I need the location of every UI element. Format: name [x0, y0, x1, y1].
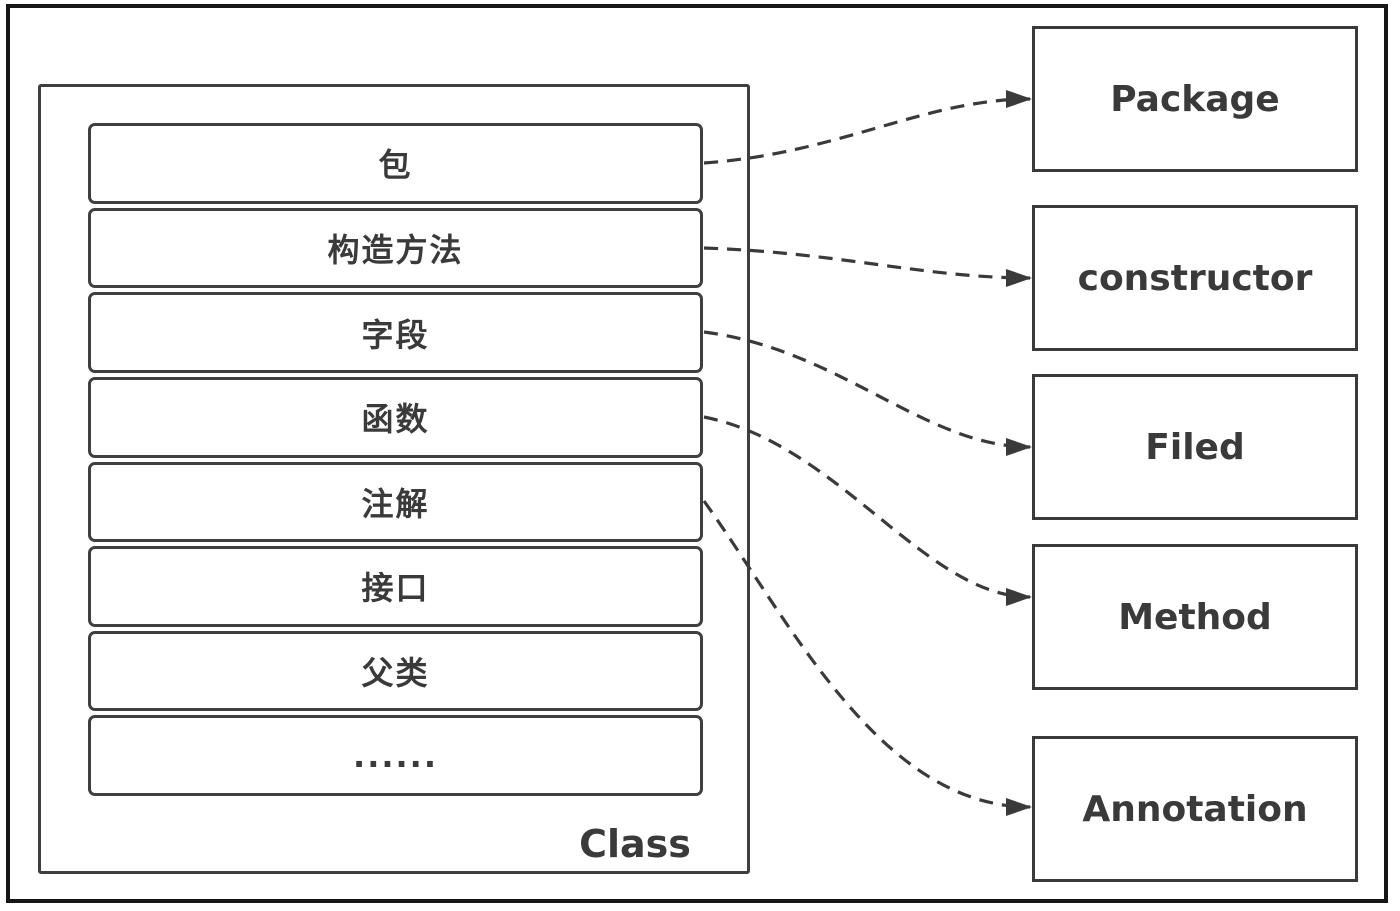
row-package-label: 包 — [378, 146, 413, 185]
box-constructor-label: constructor — [1077, 257, 1313, 299]
box-package: Package — [1032, 26, 1358, 172]
row-constructor-label: 构造方法 — [327, 230, 464, 269]
box-annotation: Annotation — [1032, 736, 1358, 882]
row-constructor: 构造方法 — [88, 207, 703, 289]
row-package: 包 — [88, 123, 703, 204]
row-annotation-label: 注解 — [361, 484, 430, 523]
box-filed-label: Filed — [1145, 426, 1245, 468]
box-constructor: constructor — [1032, 205, 1358, 351]
box-annotation-label: Annotation — [1082, 788, 1308, 830]
row-ellipsis: ...... — [88, 715, 703, 796]
row-interface: 接口 — [88, 546, 703, 627]
row-interface-label: 接口 — [361, 569, 430, 608]
row-superclass-label: 父类 — [361, 654, 430, 693]
row-function: 函数 — [88, 376, 703, 458]
row-ellipsis-label: ...... — [353, 736, 438, 775]
row-field: 字段 — [88, 292, 703, 373]
box-filed: Filed — [1032, 374, 1358, 520]
box-method-label: Method — [1118, 596, 1272, 638]
row-field-label: 字段 — [361, 315, 430, 354]
class-container-label: Class — [579, 822, 691, 866]
box-method: Method — [1032, 544, 1358, 690]
row-annotation: 注解 — [88, 461, 703, 543]
row-superclass: 父类 — [88, 630, 703, 712]
box-package-label: Package — [1110, 78, 1280, 120]
class-member-rows: 包 构造方法 字段 函数 注解 接口 父类 ...... — [88, 123, 703, 796]
row-function-label: 函数 — [361, 400, 430, 439]
outer-frame — [6, 4, 1388, 903]
